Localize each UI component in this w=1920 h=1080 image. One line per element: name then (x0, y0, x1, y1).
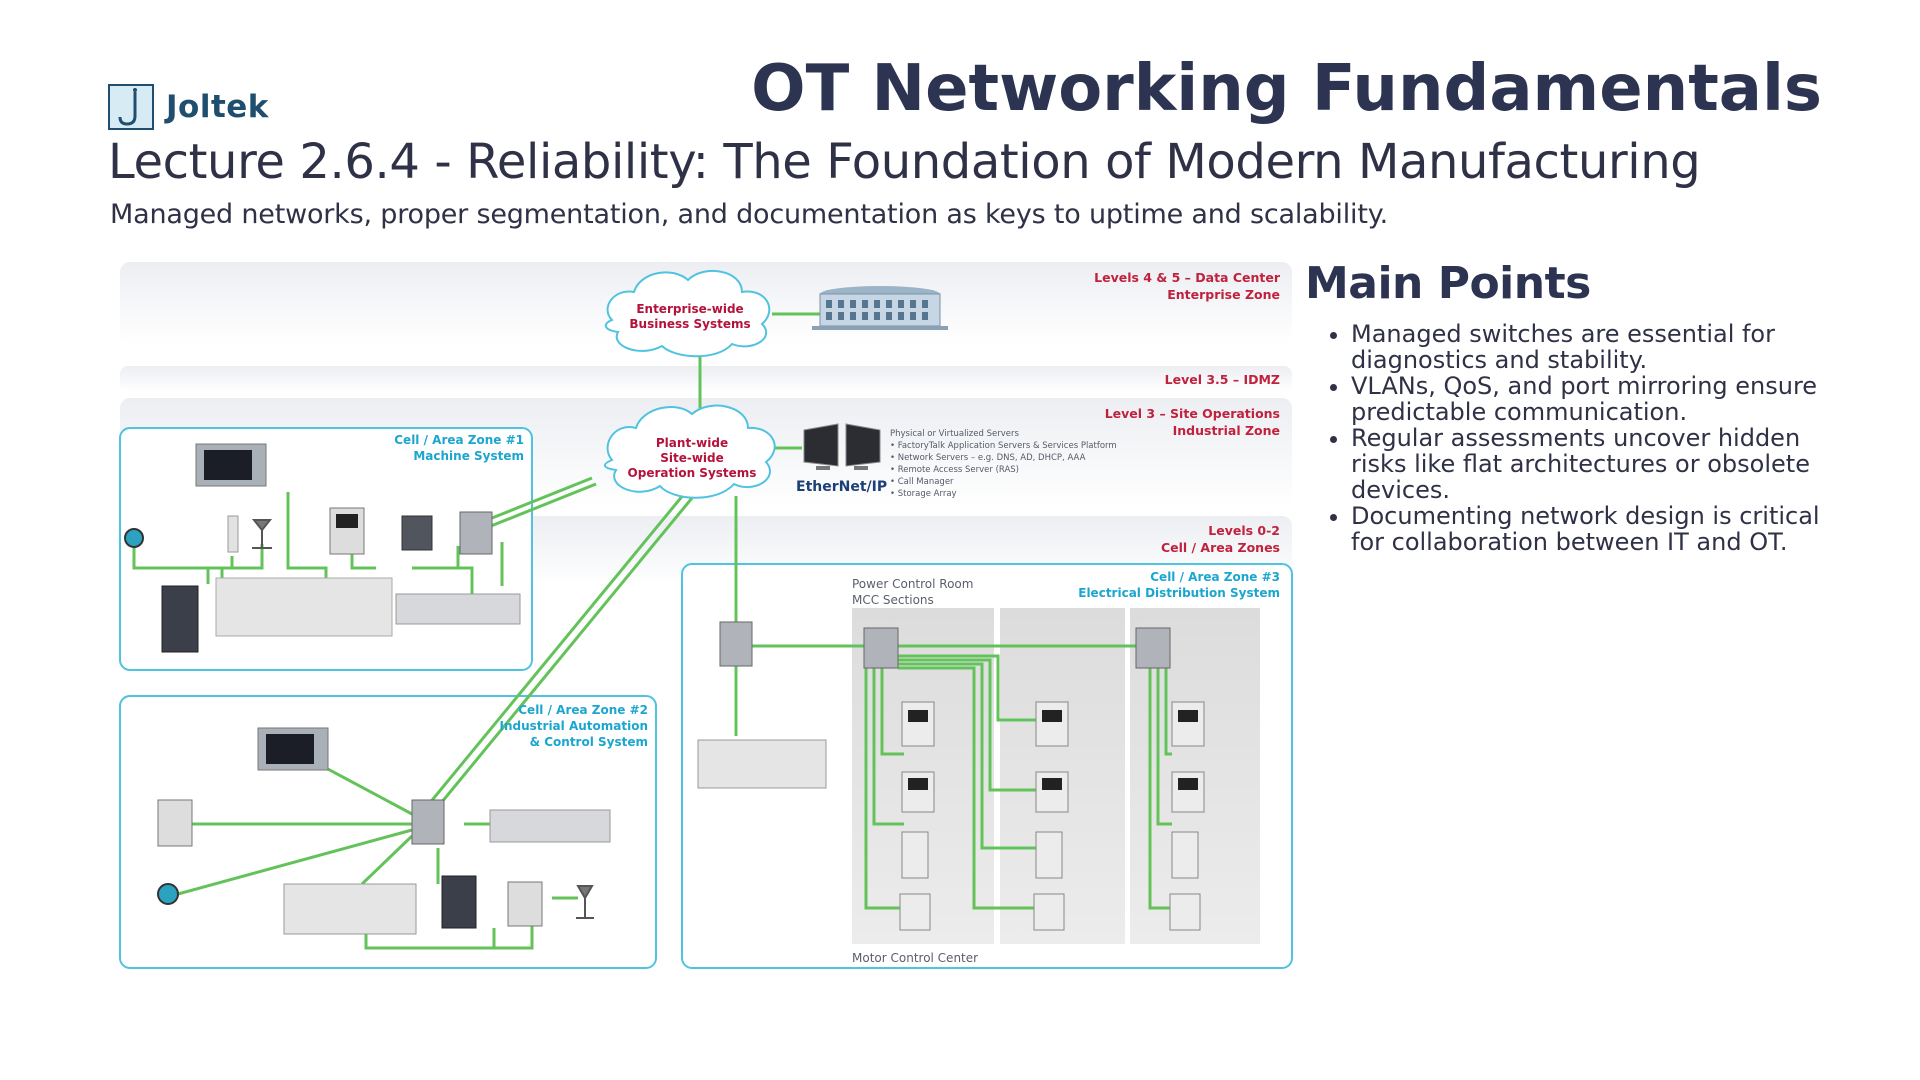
server-monitors-icon (803, 423, 881, 470)
motor-control-center-label: Motor Control Center (852, 951, 978, 965)
servers-item-3: • Remote Access Server (RAS) (890, 465, 1019, 475)
brand-name: Joltek (166, 89, 269, 125)
cell3-bus-1 (864, 664, 902, 910)
cell-zone-2-line3: & Control System (530, 735, 648, 749)
site-zone-subtitle: Industrial Zone (1173, 423, 1280, 438)
cell1-link-1 (132, 538, 210, 584)
cell3-s2-c (898, 662, 1036, 850)
idmz-zone-title: Level 3.5 – IDMZ (1165, 372, 1280, 387)
cell-zone-title: Levels 0-2 (1208, 523, 1280, 538)
main-point-item: Managed switches are essential for diagn… (1351, 321, 1845, 373)
data-center-building-icon (812, 286, 948, 330)
main-point-item: Documenting network design is critical f… (1351, 503, 1845, 555)
vfd-drive-icon (161, 585, 199, 653)
enterprise-zone-title: Levels 4 & 5 – Data Center (1094, 270, 1281, 285)
cell2-controller-rack-icon (283, 883, 417, 935)
cell3-bus-6 (1164, 664, 1172, 756)
plant-cloud-line2: Site-wide (660, 451, 724, 465)
cell2-flow-sensor-icon (157, 883, 179, 905)
flow-sensor-icon (124, 528, 144, 548)
cell3-s2-b (898, 658, 1036, 792)
plant-cloud: Plant-wide Site-wide Operation Systems (604, 404, 776, 499)
cell3-s2-d (898, 666, 1036, 910)
enterprise-cloud-line1: Enterprise-wide (636, 302, 743, 316)
link-plant-cell1-b (475, 482, 597, 534)
cell1-switch-icon (459, 511, 493, 555)
main-point-item: Regular assessments uncover hidden risks… (1351, 425, 1845, 503)
power-control-room-label: Power Control Room (852, 577, 973, 591)
enterprise-zone-subtitle: Enterprise Zone (1167, 287, 1280, 302)
ethernet-ip-logo: EtherNet/IP (796, 479, 887, 495)
course-title: OT Networking Fundamentals (751, 52, 1822, 126)
servers-item-1: • FactoryTalk Application Servers & Serv… (890, 441, 1117, 451)
cell3-bus-2 (872, 664, 904, 826)
io-module-icon (227, 515, 239, 553)
cell2-link-8 (492, 926, 534, 950)
enterprise-cloud: Enterprise-wide Business Systems (604, 269, 771, 358)
main-points-heading: Main Points (1305, 258, 1591, 309)
cell3-bus-5 (1156, 664, 1172, 826)
cell2-link-5 (360, 834, 414, 886)
servers-item-4: • Call Manager (890, 477, 954, 487)
mcc-sections-label: MCC Sections (852, 593, 934, 607)
lecture-title: Lecture 2.6.4 - Reliability: The Foundat… (108, 134, 1701, 190)
cell-zone-2-line2: Industrial Automation (500, 719, 649, 733)
cell-zone-1-subtitle: Machine System (413, 449, 524, 463)
cell1-link-5 (350, 554, 376, 570)
cell3-bus-4 (1148, 664, 1172, 910)
link-plant-cell2-a (422, 493, 686, 811)
mcc-switch-2-icon (1135, 627, 1171, 669)
cell3-s2-a (898, 654, 1036, 722)
plant-cloud-line1: Plant-wide (656, 436, 728, 450)
cell2-drive-icon (157, 799, 193, 847)
cell2-valve-icon (576, 885, 594, 919)
io-block-icon (395, 593, 521, 625)
brand-logo: Joltek (108, 84, 269, 130)
cell2-switch-icon (411, 799, 445, 845)
cell3-controller-rack-icon (697, 739, 827, 789)
cell-zone-1-title: Cell / Area Zone #1 (394, 433, 524, 447)
cell-zone-subtitle: Cell / Area Zones (1161, 540, 1280, 555)
small-plc-icon (401, 515, 433, 551)
plant-cloud-line3: Operation Systems (628, 466, 757, 480)
idmz-zone-band (120, 366, 1292, 392)
servers-item-2: • Network Servers – e.g. DNS, AD, DHCP, … (890, 453, 1086, 463)
cell3-switch-icon (719, 621, 753, 667)
valve-icon (251, 519, 273, 549)
cell2-drive2-icon (507, 881, 543, 927)
cell2-link-2 (177, 828, 413, 896)
servers-item-5: • Storage Array (890, 489, 957, 499)
main-points-panel: Main Points Managed switches are essenti… (1305, 258, 1845, 555)
cell1-devices (124, 443, 521, 653)
cell2-devices (157, 727, 611, 935)
site-zone-title: Level 3 – Site Operations (1105, 406, 1280, 421)
link-plant-cell2-b (430, 497, 694, 815)
mcc-switch-1-icon (863, 627, 899, 669)
servers-title: Physical or Virtualized Servers (890, 429, 1019, 439)
cell2-io-block-icon (489, 809, 611, 843)
cell3-devices (697, 621, 1205, 931)
enterprise-cloud-line2: Business Systems (629, 317, 750, 331)
cell-zone-3-title: Cell / Area Zone #3 (1150, 570, 1280, 584)
network-architecture-diagram: Levels 4 & 5 – Data Center Enterprise Zo… (119, 262, 1293, 969)
cell2-vfd-icon (441, 875, 477, 929)
cell-zone-3-subtitle: Electrical Distribution System (1078, 586, 1280, 600)
cell1-link-6 (412, 566, 474, 598)
cell3-bus-3 (880, 664, 904, 756)
joltek-logo-icon (108, 84, 154, 130)
controller-rack-icon (215, 577, 393, 637)
main-points-list: Managed switches are essential for diagn… (1305, 321, 1845, 555)
lecture-subtitle: Managed networks, proper segmentation, a… (110, 199, 1389, 230)
main-point-item: VLANs, QoS, and port mirroring ensure pr… (1351, 373, 1845, 425)
cell-zone-2-title: Cell / Area Zone #2 (518, 703, 648, 717)
